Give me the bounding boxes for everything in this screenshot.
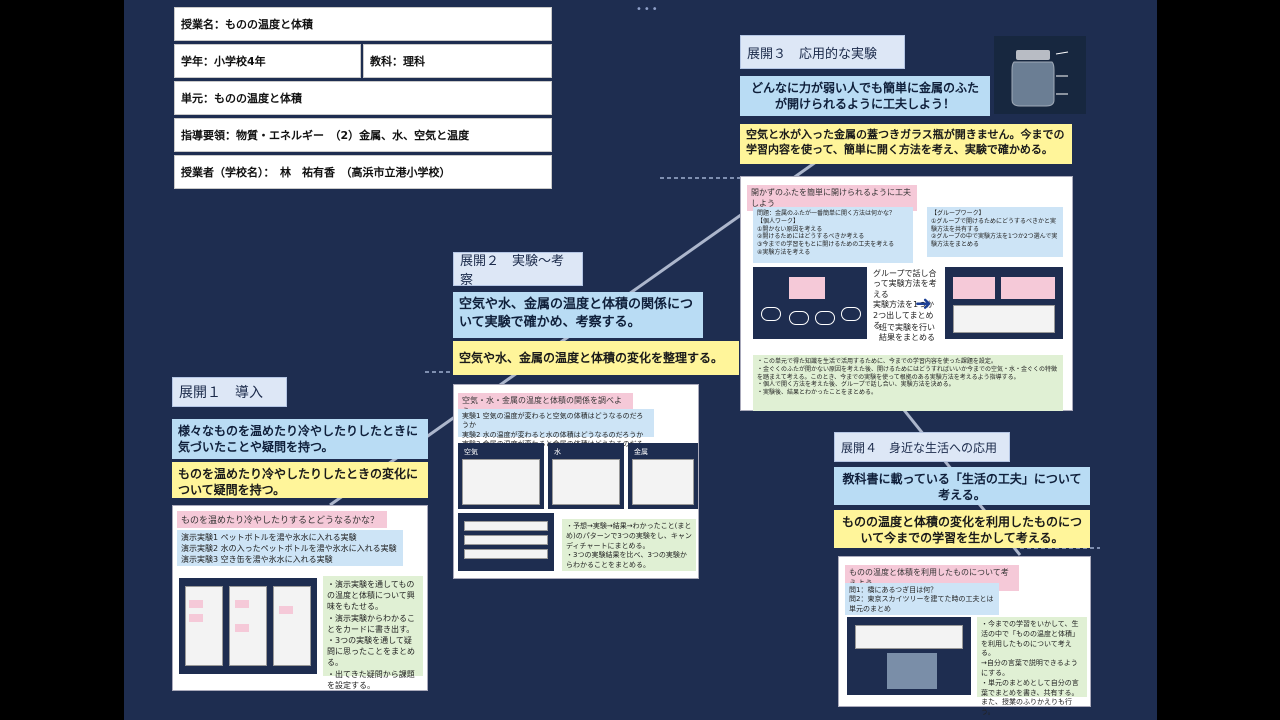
- section1-card-title: ものを温めたり冷やしたりするとどうなるかな？: [177, 511, 387, 528]
- section1-card: ものを温めたり冷やしたりするとどうなるかな？ 演示実験1 ペットボトルを湯や氷水…: [172, 505, 428, 691]
- section3-notes: ・この単元で得た知識を生活で活用するために、今までの学習内容を使った課題を設定。…: [753, 355, 1063, 411]
- section1-worksheet-thumb: [179, 578, 317, 674]
- teacher: 授業者（学校名）： 林 祐有香 （高浜市立港小学校）: [174, 155, 552, 189]
- section2-summary: 空気や水、金属の温度と体積の変化を整理する。: [453, 341, 739, 375]
- section2-panel-metal: 金属: [628, 443, 698, 509]
- section4-summary: ものの温度と体積の変化を利用したものについて今までの学習を生かして考える。: [834, 510, 1090, 548]
- section3-summary: 空気と水が入った金属の蓋つきガラス瓶が開きません。今までの学習内容を使って、簡単…: [740, 124, 1072, 164]
- section1-notes: ・演示実験を通してものの温度と体積について興味をもたせる。 ・演示実験からわかる…: [323, 576, 423, 676]
- left-letterbox: [0, 0, 124, 720]
- section2-goal: 空気や水、金属の温度と体積の関係について実験で確かめ、考察する。: [453, 292, 703, 338]
- section3-group-work: 【グループワーク】 ①グループで開けるためにどうするべきかと実験方法を共有する …: [927, 207, 1063, 257]
- section2-notes: ・予想→実験→結果→わかったこと(まとめ)のパターンで3つの実験をし、キャンディ…: [562, 519, 696, 571]
- section3-individual-work: 問題：金属のふたが一番簡単に開く方法は何かな？ 【個人ワーク】 ①開かない原因を…: [753, 207, 913, 263]
- section4-card: ものの温度と体積を利用したものについて考えよう。 問1：橋にあるつぎ目は何？ 問…: [838, 556, 1091, 707]
- section2-chart-thumb: [458, 513, 554, 571]
- glass-jar-photo: [994, 36, 1086, 114]
- subject: 教科：理科: [363, 44, 552, 78]
- curriculum-guideline: 指導要領：物質・エネルギー （2）金属、水、空気と温度: [174, 118, 552, 152]
- section3-card: 開かずのふたを簡単に開けられるように工夫しよう 問題：金属のふたが一番簡単に開く…: [740, 176, 1073, 411]
- section1-summary: ものを温めたり冷やしたりしたときの変化について疑問を持つ。: [172, 462, 428, 498]
- section4-photo-thumb: [847, 617, 971, 695]
- more-dots-icon[interactable]: •••: [636, 4, 660, 15]
- right-letterbox: [1157, 0, 1280, 720]
- section3-group-thumb: [945, 267, 1063, 339]
- section4-notes: ・今までの学習をいかして、生活の中で「ものの温度と体積」を利用したものについて考…: [977, 617, 1087, 697]
- section1-title: 展開１ 導入: [172, 377, 287, 407]
- lesson-name: 授業名：ものの温度と体積: [174, 7, 552, 41]
- section2-panel-air: 空気: [458, 443, 544, 509]
- section3-flow-step2: 班で実験を行い結果をまとめる: [879, 323, 941, 344]
- glass-jar-icon: [994, 36, 1086, 114]
- grade: 学年：小学校4年: [174, 44, 361, 78]
- section2-card: 空気・水・金属の温度と体積の関係を調べよう 実験1 空気の温度が変わると空気の体…: [453, 384, 699, 579]
- section3-title: 展開３ 応用的な実験: [740, 35, 905, 69]
- section4-title: 展開４ 身近な生活への応用: [834, 432, 1010, 462]
- section1-goal: 様々なものを温めたり冷やしたりしたときに気づいたことや疑問を持つ。: [172, 419, 428, 459]
- section3-goal: どんなに力が弱い人でも簡単に金属のふたが開けられるように工夫しよう！: [740, 76, 990, 116]
- section1-experiments: 演示実験1 ペットボトルを湯や氷水に入れる実験 演示実験2 水の入ったペットボト…: [177, 530, 403, 566]
- section4-goal: 教科書に載っている「生活の工夫」について考える。: [834, 467, 1090, 505]
- unit: 単元：ものの温度と体積: [174, 81, 552, 115]
- section2-panel-water: 水: [548, 443, 624, 509]
- section3-map-thumb: [753, 267, 867, 339]
- section4-questions: 問1：橋にあるつぎ目は何？ 問2：東京スカイツリーを建てた時の工夫とは 単元のま…: [845, 583, 999, 615]
- arrow-right-icon: ➜: [915, 291, 932, 315]
- section2-questions: 実験1 空気の温度が変わると空気の体積はどうなるのだろうか 実験2 水の温度が変…: [458, 409, 654, 437]
- section2-title: 展開２ 実験～考察: [453, 252, 583, 286]
